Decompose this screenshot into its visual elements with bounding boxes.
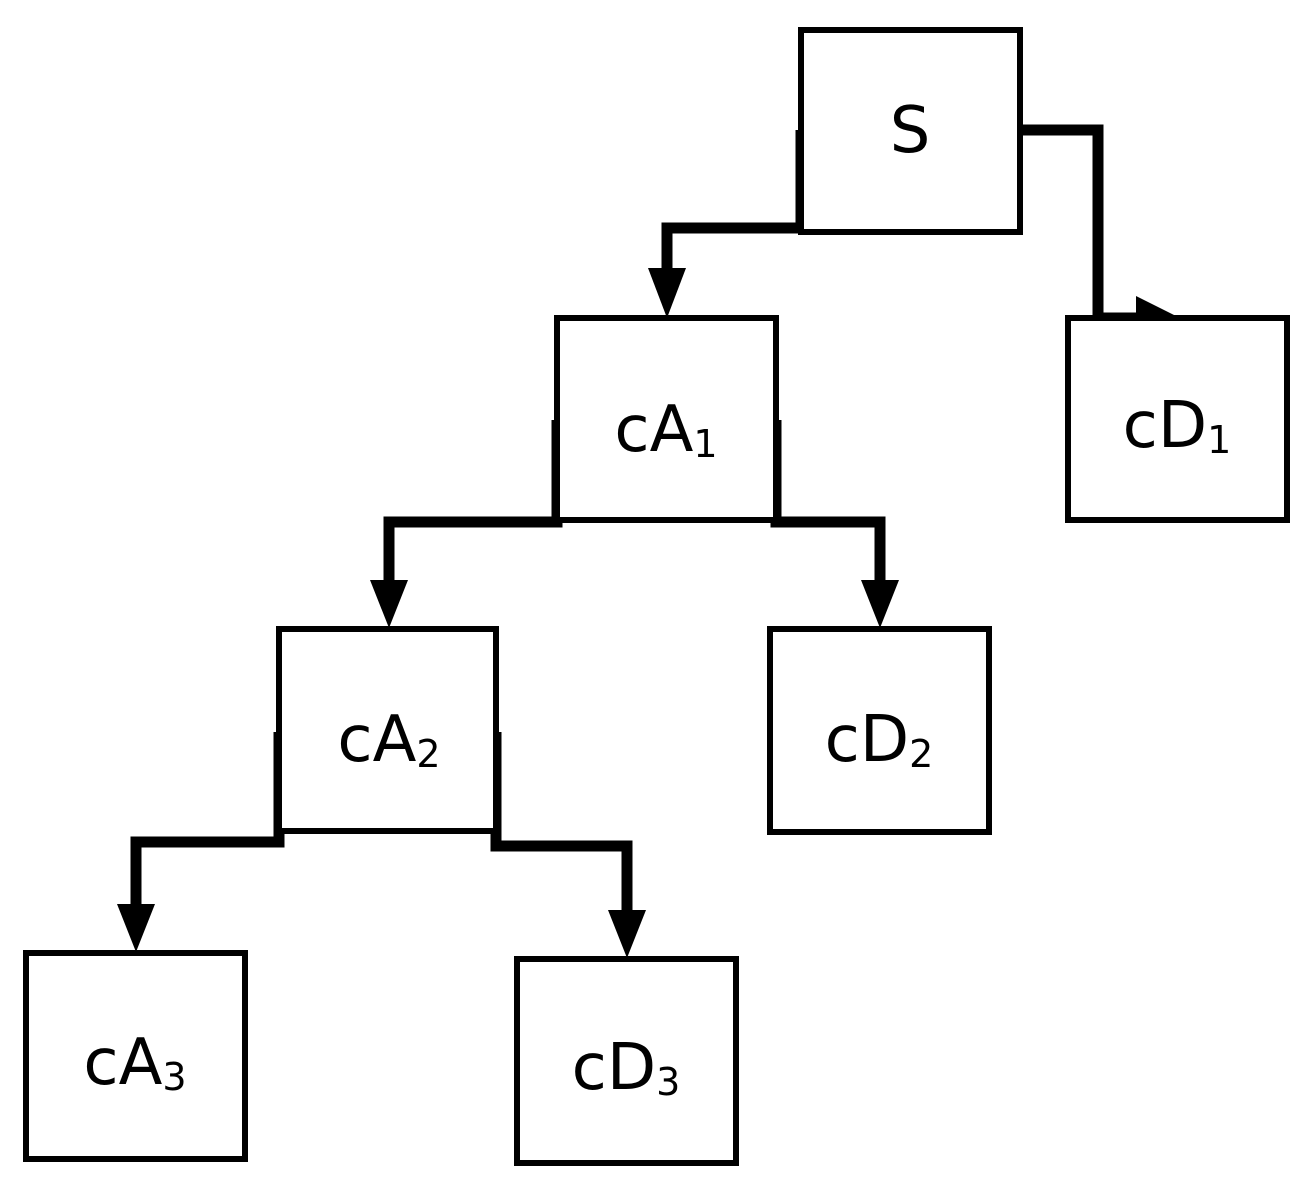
node-s-box <box>798 27 1023 235</box>
node-cd3: cD3 <box>514 956 739 1166</box>
node-ca2-box <box>276 626 499 834</box>
node-cd3-box <box>514 956 739 1166</box>
arrowhead-cd3 <box>608 910 646 958</box>
node-cd2-label: cD2 <box>825 703 934 777</box>
node-cd3-label: cD3 <box>572 1031 681 1105</box>
node-ca1-label: cA1 <box>614 393 717 467</box>
arrowhead-ca1 <box>648 268 686 318</box>
edge-ca2-ca3 <box>130 732 285 904</box>
node-ca3: cA3 <box>23 950 248 1162</box>
edge-ca1-cd2 <box>770 420 886 580</box>
node-ca1: cA1 <box>554 315 779 523</box>
edge-ca1-ca2 <box>383 420 563 580</box>
arrowhead-cd2 <box>861 580 899 628</box>
edge-ca2-cd3 <box>490 732 633 910</box>
node-s-label: S <box>890 94 931 168</box>
edge-s-ca1 <box>661 130 807 268</box>
node-ca2-label: cA2 <box>337 703 440 777</box>
node-ca1-box <box>554 315 779 523</box>
node-cd1-box <box>1065 315 1290 523</box>
node-ca2: cA2 <box>276 626 499 834</box>
arrowhead-ca2 <box>370 580 408 628</box>
edge-s-cd1 <box>1020 124 1136 324</box>
node-s: S <box>798 27 1023 235</box>
node-ca3-box <box>23 950 248 1162</box>
node-cd1-label: cD1 <box>1123 389 1232 463</box>
node-cd1: cD1 <box>1065 315 1290 523</box>
node-ca3-label: cA3 <box>83 1026 186 1100</box>
node-cd2: cD2 <box>767 626 992 835</box>
arrowhead-ca3 <box>117 904 155 952</box>
node-cd2-box <box>767 626 992 835</box>
